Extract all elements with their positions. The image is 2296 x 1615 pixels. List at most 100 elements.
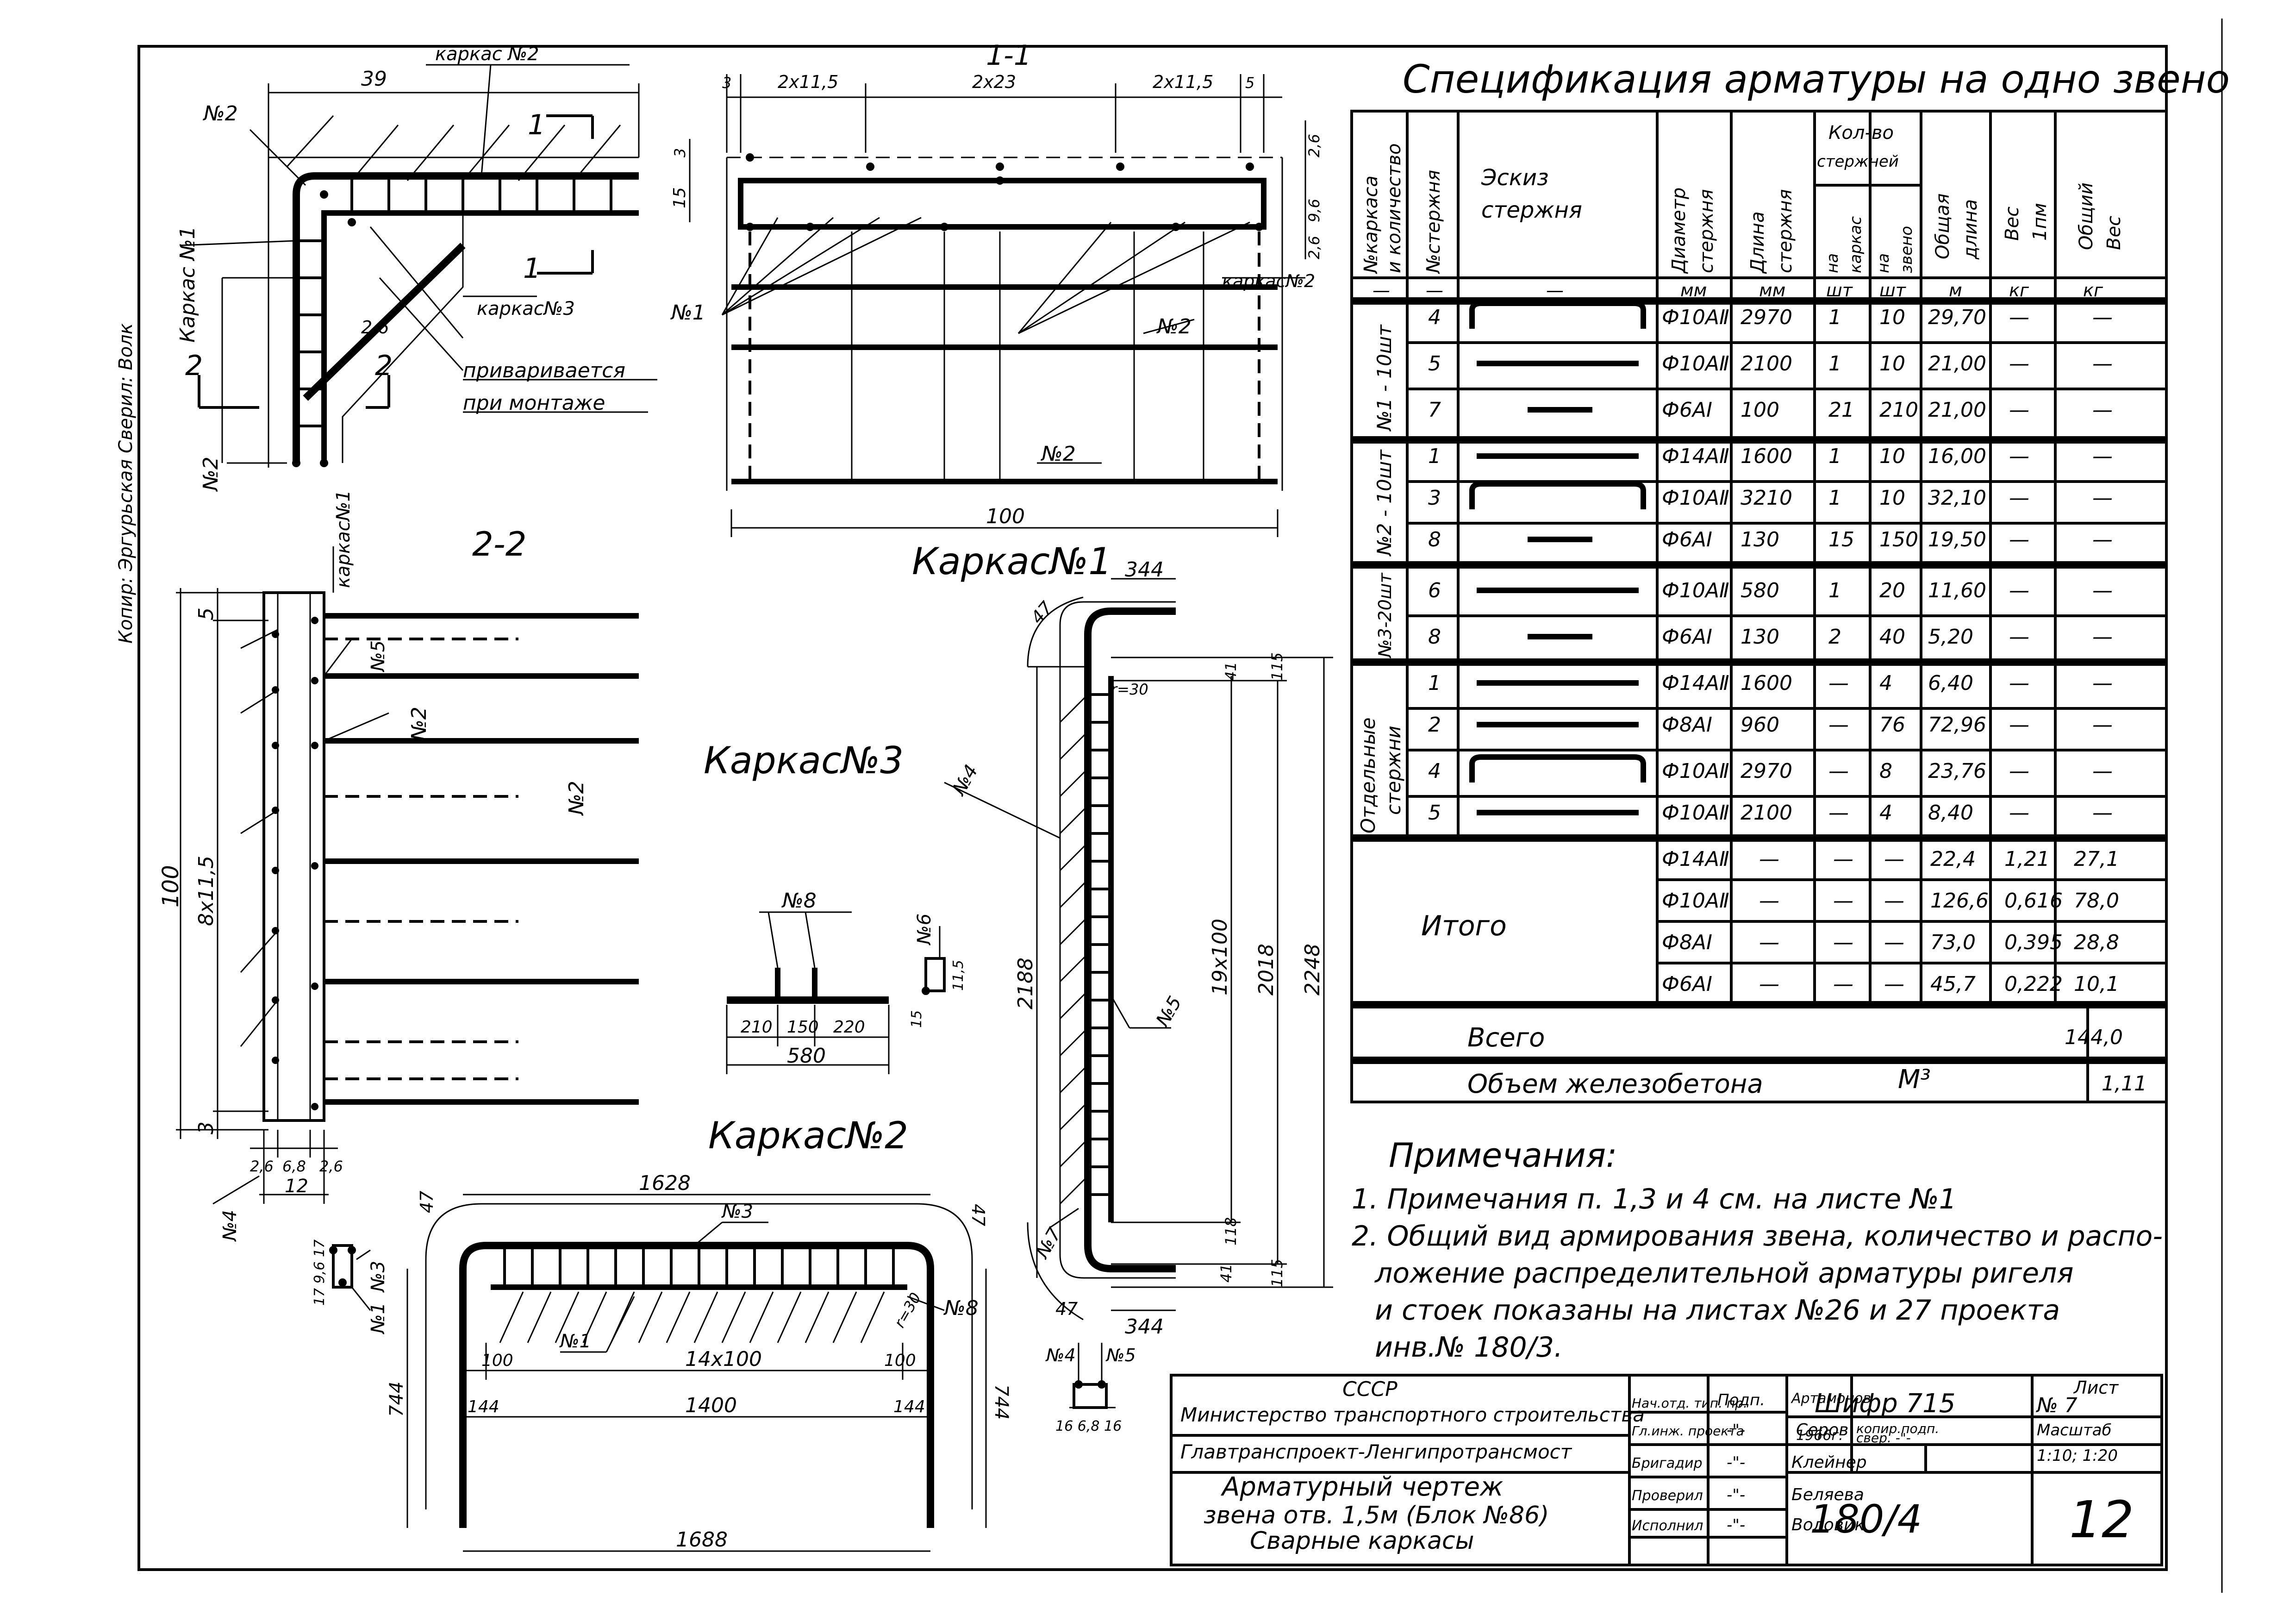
cell-per_unit: 20 bbox=[1879, 579, 1905, 602]
bar-sketch-hook bbox=[1469, 481, 1646, 509]
cell-per_unit: 4 bbox=[1879, 671, 1892, 695]
cell-w: — bbox=[2092, 625, 2113, 649]
cell-total: 21,00 bbox=[1928, 398, 1986, 422]
label-n1-1-1: №1 bbox=[670, 301, 705, 325]
volume-unit: М³ bbox=[1898, 1064, 1931, 1095]
section-2-2-title: 2-2 bbox=[472, 525, 527, 563]
cell-w: — bbox=[2092, 801, 2113, 825]
cell-w1: — bbox=[2009, 444, 2029, 468]
cell-w1: — bbox=[2009, 579, 2029, 602]
hdr-per-frame-2: каркас bbox=[1847, 216, 1865, 273]
section-1-1-title: 1-1 bbox=[986, 39, 1031, 72]
hdr-weight-2: 1пм bbox=[2029, 203, 2051, 241]
cell-total: 16,00 bbox=[1928, 444, 1986, 468]
tb-sign-4: -"- bbox=[1727, 1486, 1745, 1504]
tb-name-3: Клейнер bbox=[1791, 1453, 1867, 1472]
dim-41-bottom: 41 bbox=[1217, 1264, 1235, 1283]
cell-per_unit: 4 bbox=[1879, 801, 1892, 825]
total-cell-per_unit: — bbox=[1884, 847, 1904, 871]
unit-col3: — bbox=[1546, 280, 1564, 300]
label-n8-frame2: №8 bbox=[943, 1296, 979, 1320]
dim-1-1-15: 15 bbox=[670, 187, 689, 208]
cell-dia: Ф10АⅡ bbox=[1662, 306, 1729, 329]
tb-role-3: Бригадир bbox=[1632, 1455, 1703, 1471]
cell-dia: Ф10АⅡ bbox=[1662, 759, 1729, 783]
total-cell-dia: Ф10АⅡ bbox=[1662, 889, 1729, 913]
bar-sketch-hook bbox=[1469, 754, 1646, 782]
volume-label: Объем железобетона bbox=[1467, 1069, 1763, 1099]
note-line-2: 2. Общий вид армирования звена, количест… bbox=[1352, 1220, 2163, 1252]
dim-1-1-2x11-5b: 2х11,5 bbox=[1153, 72, 1213, 92]
dim-1-1-2-6: 2,6 bbox=[1305, 134, 1323, 157]
dim-2-6-b: 2,6 bbox=[319, 1158, 343, 1175]
dim-1-1-3v: 3 bbox=[671, 148, 689, 157]
cell-dia: Ф10АⅡ bbox=[1662, 579, 1729, 602]
cell-w: — bbox=[2092, 528, 2113, 551]
dim-2248: 2248 bbox=[1301, 944, 1324, 995]
dim-1400: 1400 bbox=[685, 1394, 737, 1417]
cell-per_frame: 1 bbox=[1828, 486, 1841, 510]
hdr-qty-2: стержней bbox=[1817, 152, 1899, 171]
dim-5: 5 bbox=[194, 607, 218, 620]
cell-total: 23,76 bbox=[1928, 759, 1986, 783]
cell-w: — bbox=[2092, 759, 2113, 783]
dim-47-bottom-post: 47 bbox=[1055, 1299, 1078, 1319]
group-label-4b: стержни bbox=[1382, 726, 1405, 815]
section-2-left: 2 bbox=[185, 350, 203, 382]
dim-115-bottom: 115 bbox=[1268, 1259, 1286, 1287]
cell-w1: — bbox=[2009, 528, 2029, 551]
specification-table: Спецификация арматуры на одно звено bbox=[1350, 56, 2230, 1103]
tb-scale: 1:10; 1:20 bbox=[2037, 1446, 2118, 1465]
cell-w: — bbox=[2092, 671, 2113, 695]
tb-org1: СССР bbox=[1342, 1377, 1398, 1401]
label-weld-2: при монтаже bbox=[463, 391, 605, 415]
cell-dia: Ф8АⅠ bbox=[1662, 713, 1712, 737]
total-cell-w1: 0,395 bbox=[2004, 931, 2063, 954]
label-n2-1-1-a: №2 bbox=[1156, 315, 1192, 338]
dim-14x100: 14х100 bbox=[685, 1347, 762, 1371]
cell-total: 72,96 bbox=[1928, 713, 1986, 737]
label-n4-2-2: №4 bbox=[219, 1210, 241, 1242]
dim-8x11-5: 8х11,5 bbox=[194, 856, 218, 926]
total-cell-total: 126,6 bbox=[1930, 889, 1989, 913]
frame-3-view: Каркас№3 №8 210 150 220 580 №6 11,5 15 bbox=[704, 739, 967, 1074]
dim-744-right: 744 bbox=[991, 1384, 1012, 1420]
cell-total: 5,20 bbox=[1928, 625, 1973, 649]
dim-1-1-5: 5 bbox=[1245, 74, 1254, 92]
cell-w: — bbox=[2092, 352, 2113, 376]
note-line-4: и стоек показаны на листах №26 и 27 прое… bbox=[1375, 1294, 2060, 1327]
cell-len: 960 bbox=[1741, 713, 1779, 737]
unit-col2: — bbox=[1426, 280, 1443, 300]
cell-dia: Ф10АⅡ bbox=[1662, 801, 1729, 825]
cell-per_frame: — bbox=[1828, 801, 1849, 825]
cell-w: — bbox=[2092, 486, 2113, 510]
note-line-5: инв.№ 180/3. bbox=[1375, 1331, 1563, 1364]
hdr-sketch-2: стержня bbox=[1481, 197, 1582, 223]
dim-2188: 2188 bbox=[1014, 958, 1037, 1009]
cell-w1: — bbox=[2009, 352, 2029, 376]
cell-len: 3210 bbox=[1741, 486, 1792, 510]
cell-per_unit: 10 bbox=[1879, 306, 1905, 329]
tb-role-1: Нач.отд. тип. пр. bbox=[1632, 1396, 1747, 1411]
dim-47-top-post: 47 bbox=[1027, 597, 1057, 627]
total-cell-w1: 1,21 bbox=[2004, 847, 2050, 871]
hdr-per-frame-1: на bbox=[1823, 253, 1842, 273]
hdr-sketch-1: Эскиз bbox=[1481, 165, 1549, 191]
hdr-len-2: стержня bbox=[1775, 189, 1796, 273]
label-n2-2-2-b: №2 bbox=[565, 781, 588, 816]
tb-page: 12 bbox=[2069, 1490, 2134, 1549]
dim-post-sec: 16 6,8 16 bbox=[1055, 1418, 1122, 1434]
side-note: Копир: Эргурьская Сверил: Волк bbox=[115, 323, 137, 644]
cell-per_frame: — bbox=[1828, 713, 1849, 737]
group-label-2: №2 - 10шт bbox=[1373, 449, 1396, 557]
label-n5-post-sec: №5 bbox=[1105, 1345, 1136, 1365]
dim-19x100: 19х100 bbox=[1208, 919, 1232, 995]
volume-value: 1,11 bbox=[2102, 1072, 2147, 1095]
cell-len: 1600 bbox=[1741, 671, 1792, 695]
cell-no: 5 bbox=[1428, 352, 1441, 376]
unit-col5: мм bbox=[1759, 280, 1785, 300]
cell-per_unit: 10 bbox=[1879, 352, 1905, 376]
cell-w1: — bbox=[2009, 671, 2029, 695]
dim-344-bottom: 344 bbox=[1125, 1315, 1164, 1339]
cell-len: 100 bbox=[1741, 398, 1779, 422]
